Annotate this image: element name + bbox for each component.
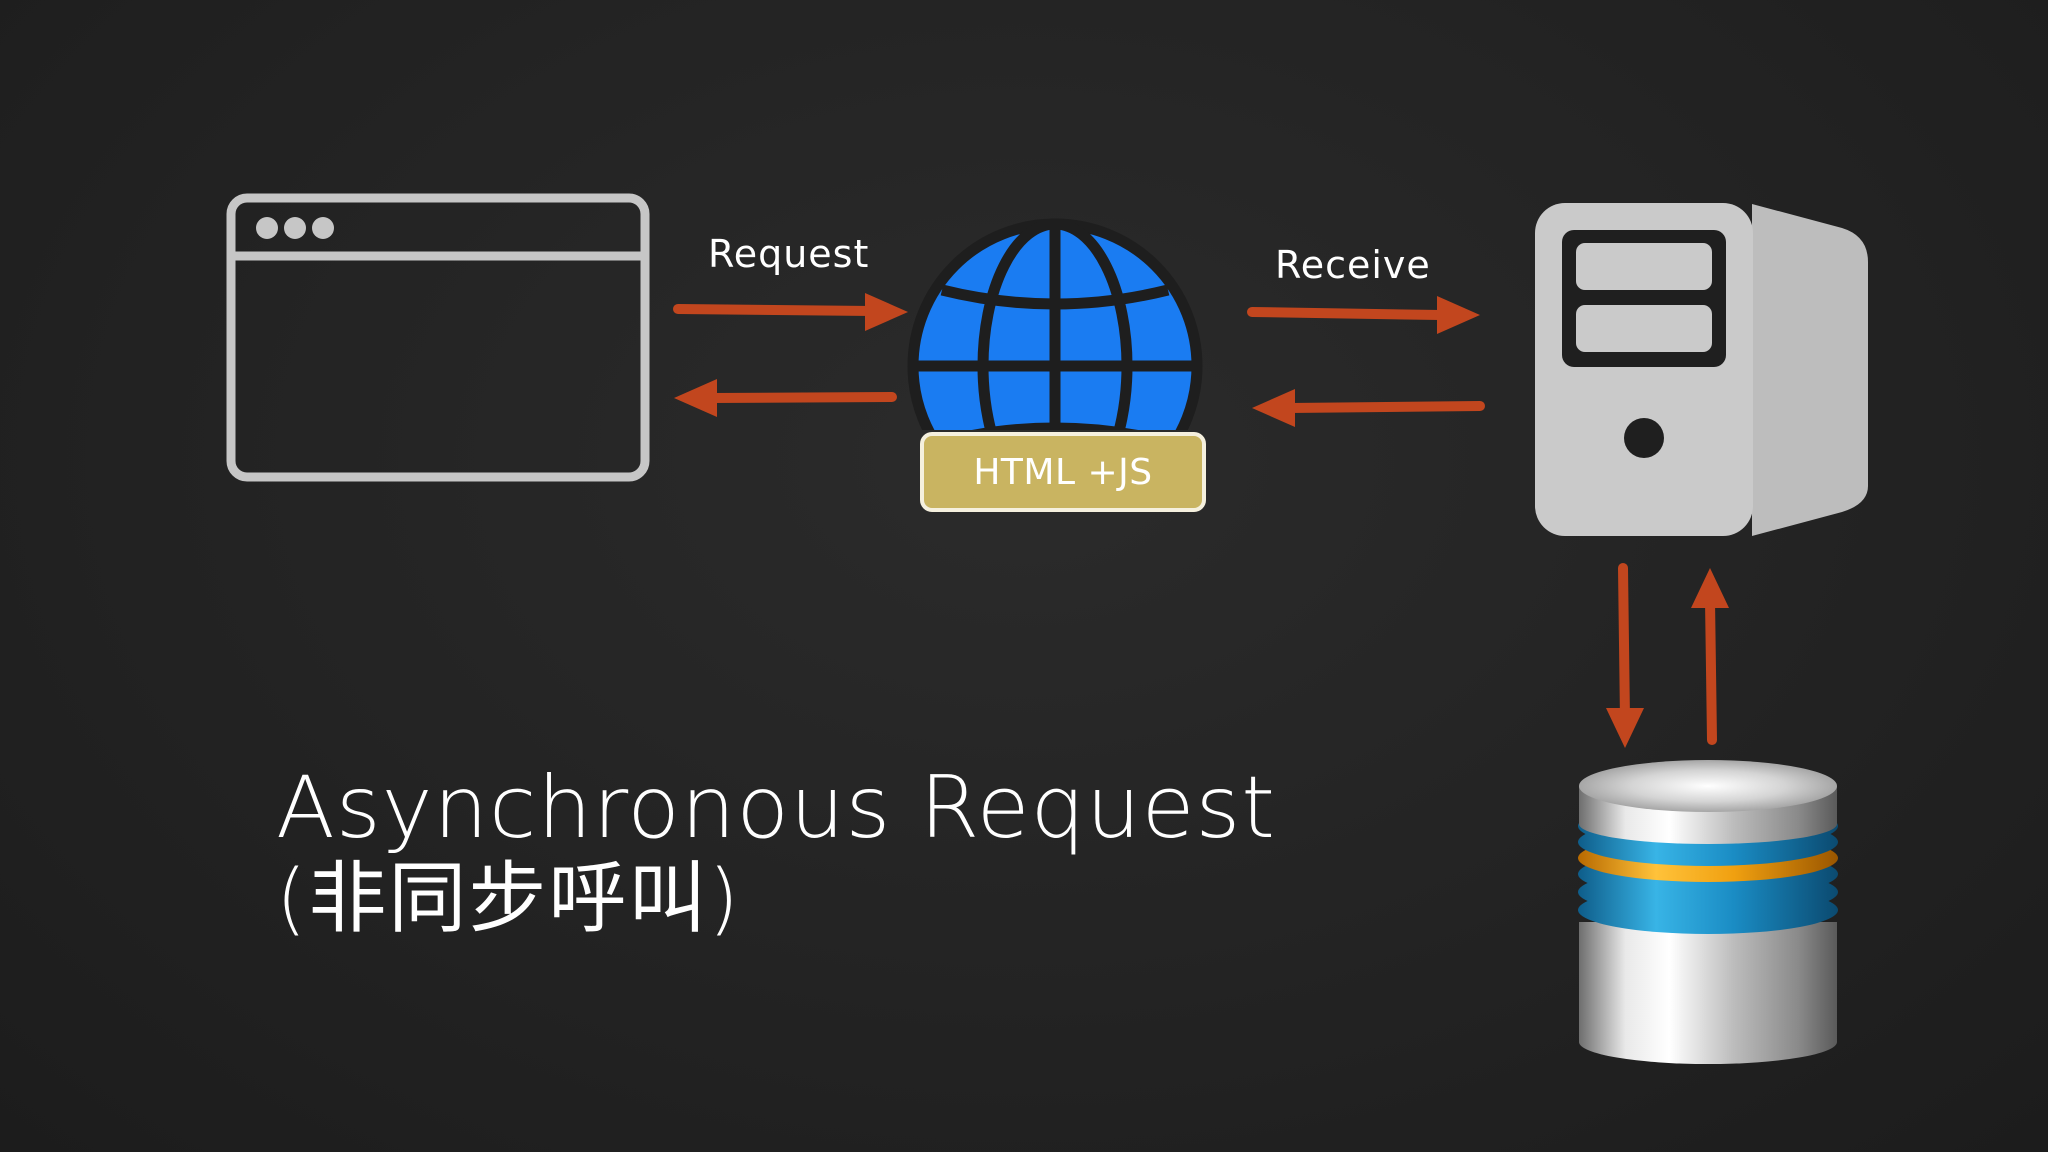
database-icon	[1578, 760, 1838, 1064]
globe-icon	[907, 218, 1203, 430]
request-label: Request	[708, 232, 870, 276]
arrow-receive-right	[1247, 296, 1480, 334]
slide-title: Asynchronous Request (非同步呼叫)	[276, 760, 1276, 944]
browser-window-icon	[226, 193, 650, 482]
receive-label: Receive	[1275, 243, 1431, 287]
title-line-english: Asynchronous Request	[276, 758, 1277, 858]
title-line-chinese: (非同步呼叫)	[276, 854, 741, 945]
arrow-response-left	[674, 379, 897, 417]
arrow-send-left	[1252, 389, 1485, 427]
server-tower-icon	[1535, 203, 1868, 536]
html-js-badge: HTML +JS	[920, 432, 1206, 512]
arrow-request-right	[673, 293, 908, 331]
arrow-query-down	[1606, 563, 1644, 748]
arrow-result-up	[1691, 568, 1729, 745]
